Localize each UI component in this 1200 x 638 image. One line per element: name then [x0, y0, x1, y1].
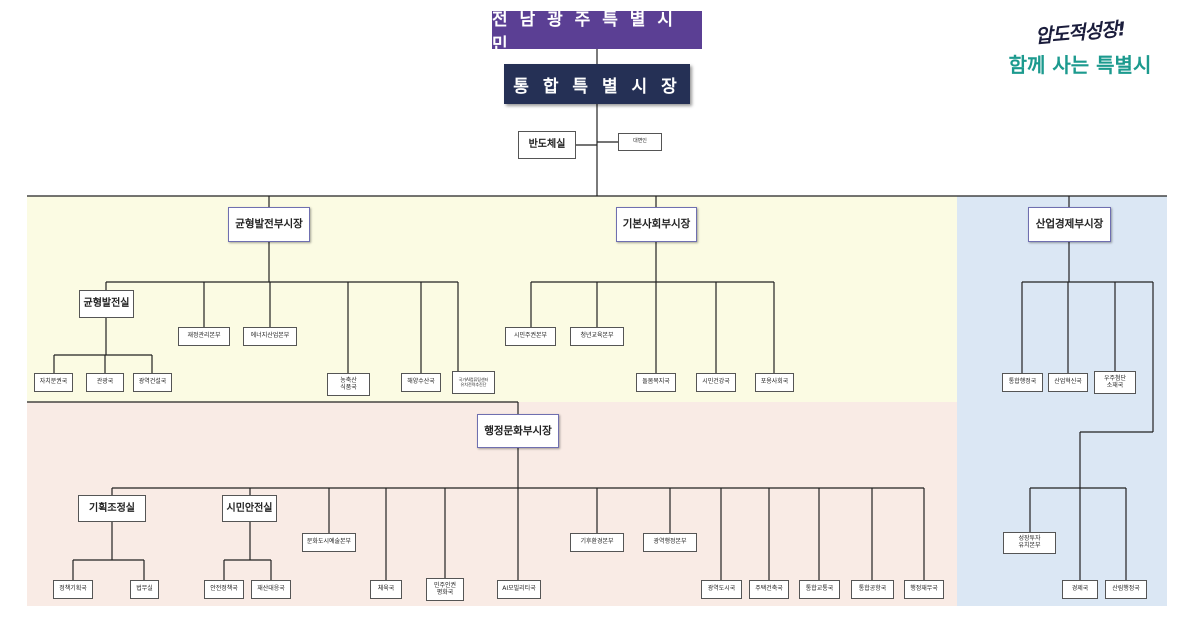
vice-mayor-admin: 행정문화부시장 [477, 414, 559, 448]
org-unit: 청년교육본부 [570, 327, 624, 346]
org-unit: 산업혁신국 [1048, 373, 1088, 392]
org-unit: 에너지산업본부 [243, 327, 297, 346]
org-unit: 주택건축국 [749, 580, 789, 599]
org-unit: 국가AI컴퓨팅센터 유치전략추진단 [452, 371, 495, 394]
org-unit: 해양수산국 [401, 373, 441, 392]
org-unit: 행정재무국 [904, 580, 944, 599]
org-unit: 돌봄복지국 [636, 373, 676, 392]
citizens-title: 전 남 광 주 특 별 시 민 [492, 10, 702, 55]
org-unit: 우주첨단 소재국 [1094, 371, 1136, 394]
org-unit: 안전정책국 [204, 580, 244, 599]
slogan-logo: 압도적성장! 함께 사는 특별시 [980, 18, 1180, 78]
org-unit: 재산대응국 [251, 580, 291, 599]
semiconductor-office: 반도체실 [518, 131, 576, 159]
org-unit: 재정관리본부 [178, 327, 230, 346]
org-unit: 관광국 [86, 373, 124, 392]
vice-mayor-economic: 산업경제부시장 [1028, 207, 1111, 242]
org-unit: 자치분권국 [34, 373, 73, 392]
org-unit: 기후환경본부 [570, 533, 624, 552]
org-unit: 문화도시예술본부 [302, 533, 356, 552]
org-unit: 산림행정국 [1105, 580, 1147, 599]
org-unit: 광역도시국 [701, 580, 742, 599]
org-unit: 통합공항국 [851, 580, 894, 599]
org-unit: 시민주권본부 [505, 327, 556, 346]
org-unit: 민주인권 평화국 [426, 578, 464, 601]
zone-yellow [27, 196, 957, 402]
zone-blue [957, 196, 1167, 606]
org-unit: 법무실 [130, 580, 159, 599]
vice-mayor-balanced: 균형발전부시장 [228, 207, 310, 242]
spokesperson-box: 대변인 [618, 133, 662, 151]
org-unit: 광역건설국 [133, 373, 172, 392]
org-unit: 정책기획국 [53, 580, 93, 599]
org-unit: 농축산 식품국 [327, 373, 370, 396]
org-unit: 체육국 [370, 580, 402, 599]
org-unit: 시민건강국 [696, 373, 736, 392]
org-unit: AI모빌리티국 [497, 580, 541, 599]
org-unit: 통합행정국 [1002, 373, 1043, 392]
org-unit: 광역행정본부 [643, 533, 697, 552]
org-unit: 통합교통국 [799, 580, 840, 599]
org-unit: 성장투자 유치본부 [1003, 532, 1056, 554]
mayor-box: 통 합 특 별 시 장 [504, 64, 690, 104]
safety-office: 시민안전실 [222, 495, 277, 522]
org-unit: 경제국 [1062, 580, 1098, 599]
connector-lines [27, 49, 1167, 580]
org-unit: 포용사회국 [755, 373, 794, 392]
planning-office: 기획조정실 [78, 495, 146, 522]
vice-mayor-social: 기본사회부시장 [616, 207, 697, 242]
slogan-line2: 함께 사는 특별시 [1008, 53, 1152, 77]
balanced-development-office: 균형발전실 [79, 290, 134, 318]
